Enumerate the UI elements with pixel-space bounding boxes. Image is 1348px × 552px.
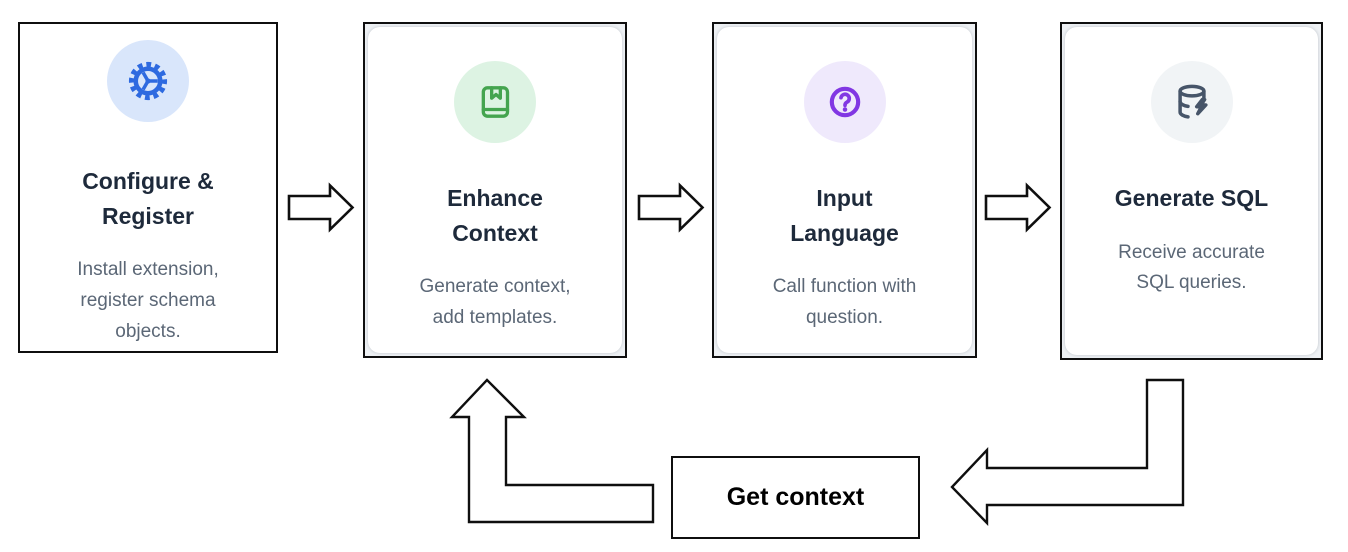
question-circle-icon-circle (803, 61, 886, 143)
step-title: Enhance Context (447, 185, 543, 246)
get-context-box: Get context (671, 456, 920, 539)
step-card-body: Configure & Register Install extension, … (20, 24, 276, 351)
step-title: Generate SQL (1114, 185, 1269, 211)
step-card-body: Input Language Call function with questi… (717, 27, 972, 353)
arrow-right-icon (287, 182, 355, 233)
step-card-enhance-context: Enhance Context Generate context, add te… (363, 22, 627, 358)
step-description: Call function with question. (772, 276, 917, 328)
step-card-input-language: Input Language Call function with questi… (712, 22, 977, 358)
loop-arrow-left-up-icon (449, 378, 655, 524)
step-description: Install extension, register schema objec… (77, 259, 219, 342)
step-title: Input Language (790, 185, 899, 246)
step-card-body: Generate SQL Receive accurate SQL querie… (1065, 27, 1318, 355)
loop-arrow-down-left-icon (950, 378, 1185, 526)
arrow-right-icon (637, 182, 705, 233)
book-icon-circle (454, 61, 536, 143)
step-description: Generate context, add templates. (419, 276, 571, 328)
step-card-configure-register: Configure & Register Install extension, … (18, 22, 278, 353)
get-context-label: Get context (726, 483, 865, 511)
arrow-right-icon (984, 182, 1052, 233)
step-card-body: Enhance Context Generate context, add te… (368, 27, 622, 353)
database-bolt-icon (1177, 84, 1208, 119)
gear-icon-circle (107, 40, 189, 122)
book-icon (481, 86, 510, 118)
step-title: Configure & Register (82, 168, 214, 229)
step-card-generate-sql: Generate SQL Receive accurate SQL querie… (1060, 22, 1323, 360)
gear-icon (128, 61, 168, 101)
question-circle-icon (829, 86, 860, 118)
database-bolt-icon-circle (1150, 61, 1233, 143)
step-description: Receive accurate SQL queries. (1118, 241, 1265, 294)
